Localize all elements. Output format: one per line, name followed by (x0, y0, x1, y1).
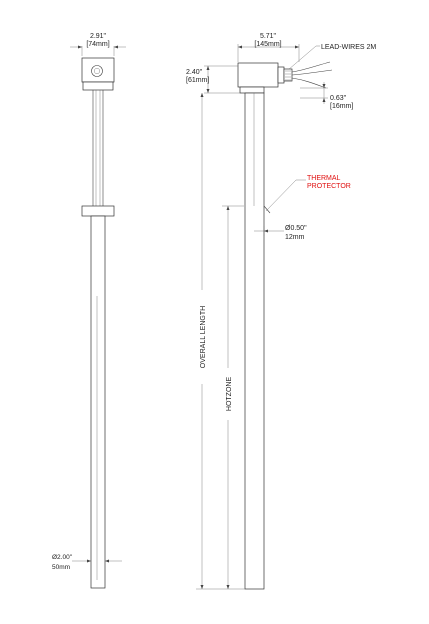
left-width-inch: 2.91" (90, 33, 107, 40)
overall-length-label: OVERALL LENGTH (200, 306, 207, 368)
lead-wires-callout: LEAD-WIRES 2M (287, 44, 376, 71)
left-diameter-inch: Ø2.00" (52, 554, 73, 561)
sensor-diameter-dimension: Ø0.50" 12mm (254, 225, 307, 241)
thermal-protector-line2: PROTECTOR (307, 183, 351, 190)
left-width-dimension: 2.91" [74mm] (70, 33, 126, 56)
sensor-diameter-inch: Ø0.50" (285, 225, 307, 232)
left-width-mm: [74mm] (86, 41, 109, 48)
left-cable-gland (91, 65, 103, 77)
left-view: 2.91" [74mm] Ø2.00" 50mm (52, 33, 126, 589)
left-heater-sheath (90, 215, 106, 589)
left-cold-section (92, 90, 104, 206)
left-head-base (82, 81, 114, 91)
head-height-inch: 2.40" (186, 69, 203, 76)
offset-inch: 0.63" (330, 95, 347, 102)
head-height-mm: [61mm] (186, 77, 209, 84)
overall-length-dimension: OVERALL LENGTH (196, 93, 245, 590)
hotzone-dimension: HOTZONE (222, 205, 244, 589)
right-width-inch: 5.71" (260, 33, 277, 40)
left-diameter-mm: 50mm (52, 564, 70, 571)
right-view: 5.71" [145mm] LEAD-WIRES 2M (186, 33, 376, 590)
thermal-protector-line1: THERMAL (307, 175, 341, 182)
head-height-dimension: 2.40" [61mm] (186, 65, 240, 94)
right-width-dimension: 5.71" [145mm] (237, 33, 300, 62)
left-mounting-collar (81, 205, 115, 217)
right-terminal-head (237, 62, 279, 88)
left-terminal-head (81, 57, 115, 83)
lead-wires (291, 61, 333, 89)
left-diameter-dimension: Ø2.00" 50mm (52, 554, 122, 571)
right-heater-sheath (244, 92, 265, 590)
offset-dimension: 0.63" [16mm] (300, 82, 353, 110)
right-width-mm: [145mm] (254, 41, 281, 48)
thermal-protector-callout: THERMAL PROTECTOR (263, 175, 351, 214)
offset-mm: [16mm] (330, 103, 353, 110)
left-cable-gland-inner (93, 67, 100, 74)
lead-wires-label: LEAD-WIRES 2M (321, 44, 376, 51)
sensor-diameter-mm: 12mm (285, 234, 305, 241)
right-head-base (239, 86, 265, 94)
right-cable-gland (277, 66, 293, 84)
hotzone-label: HOTZONE (226, 377, 233, 412)
